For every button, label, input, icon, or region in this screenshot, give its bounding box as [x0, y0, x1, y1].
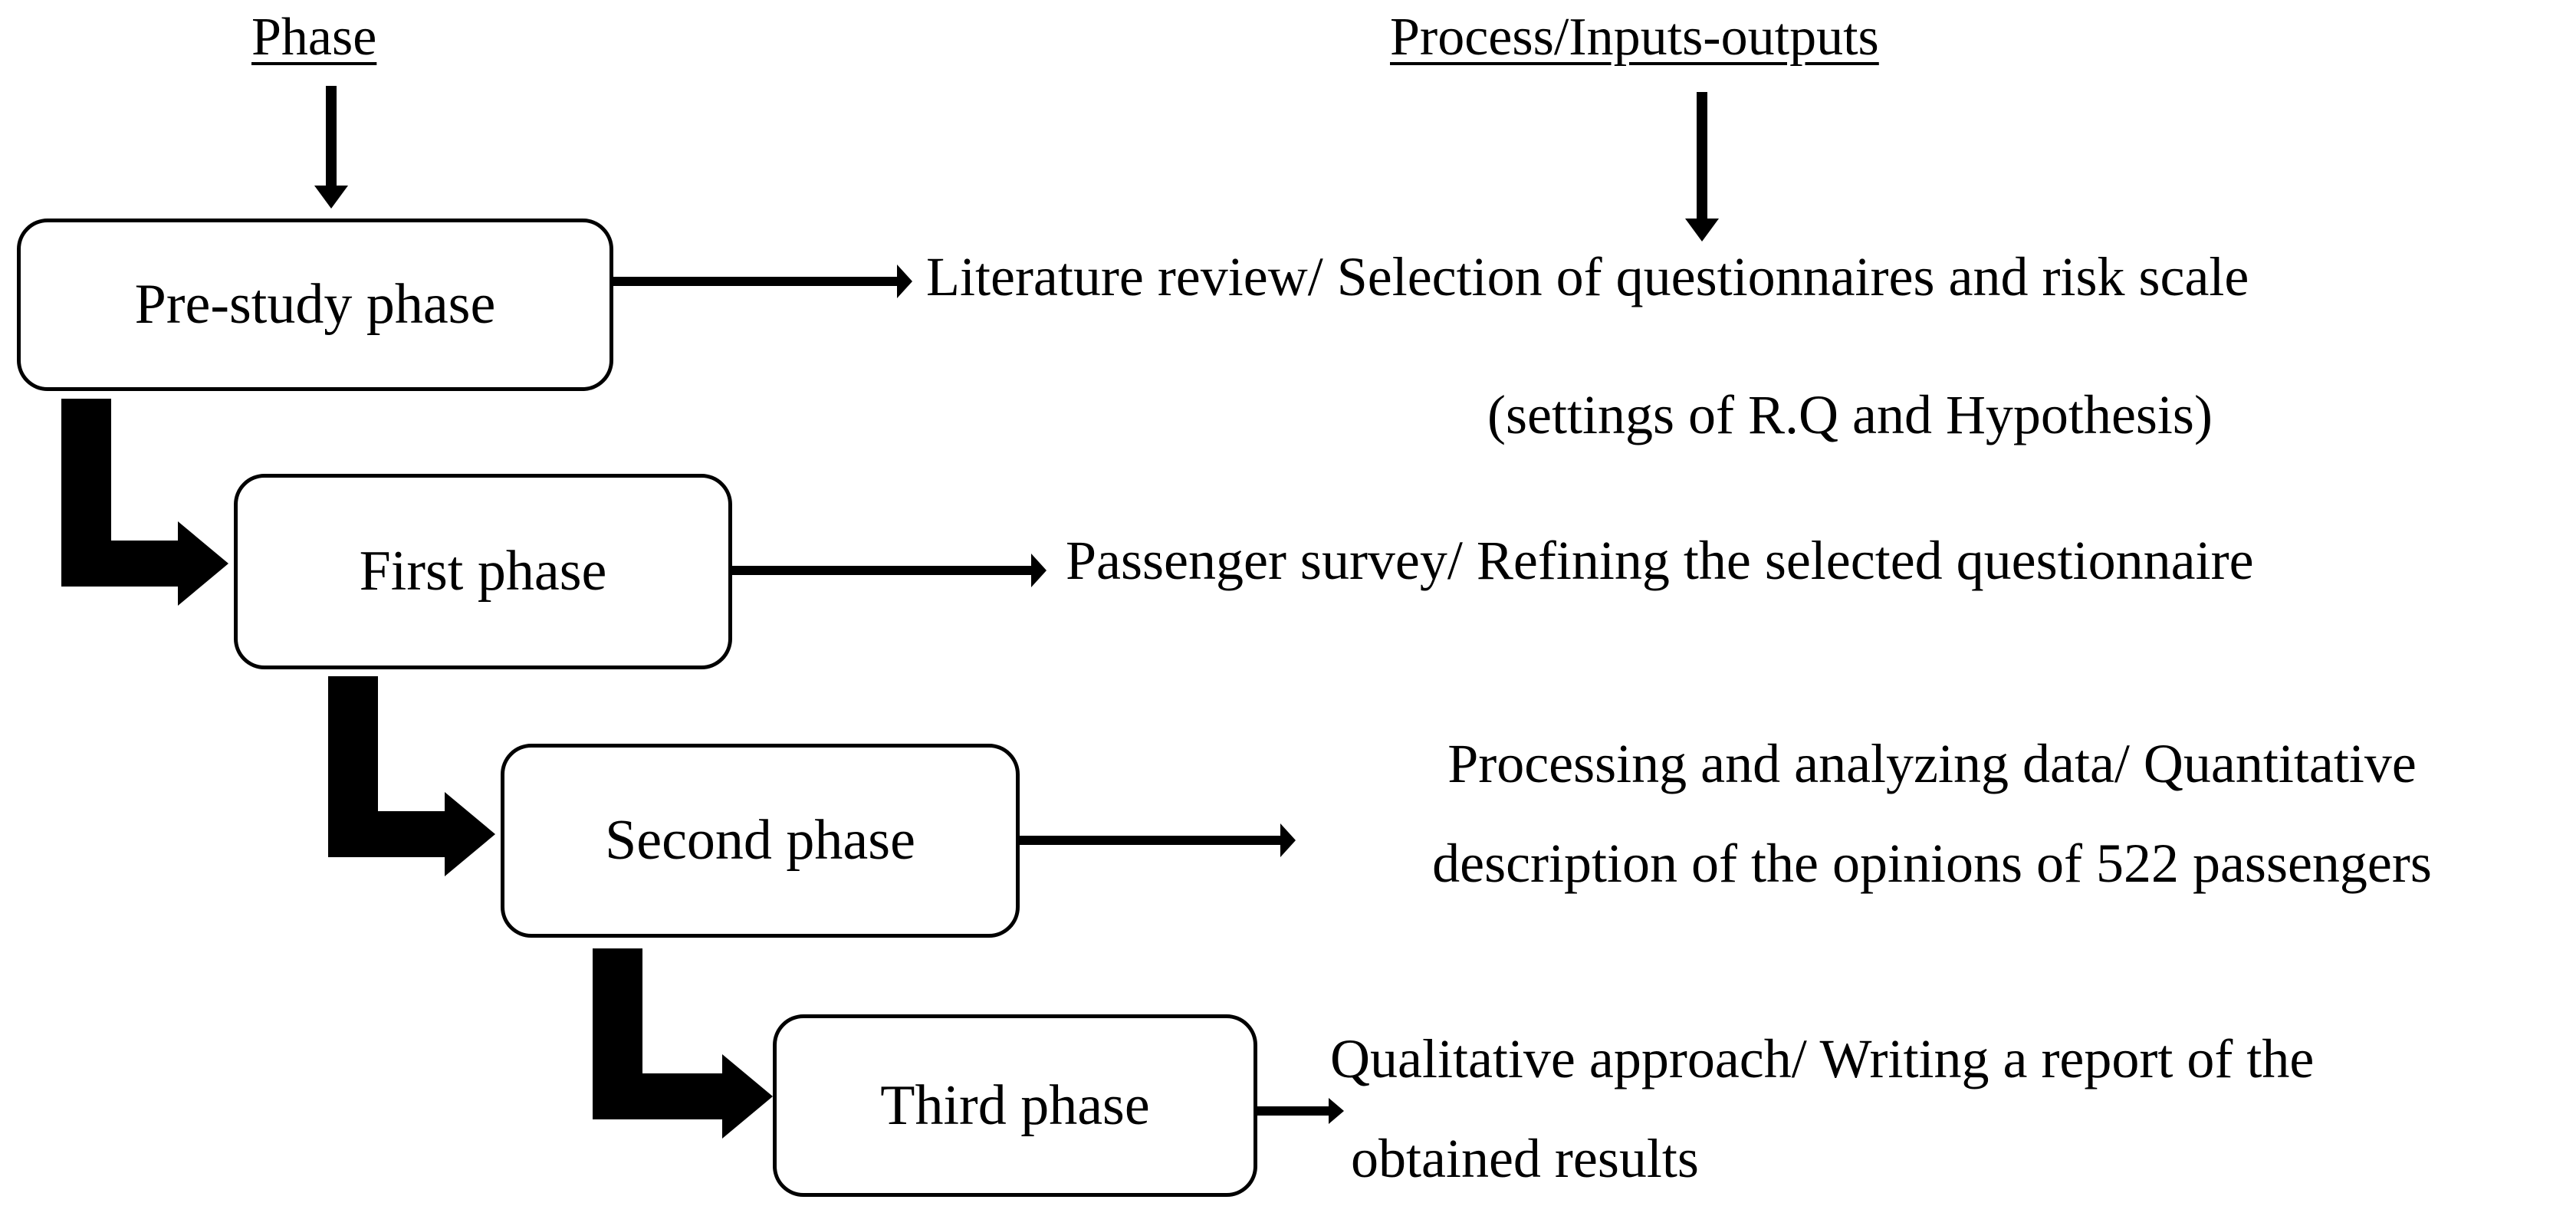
phase-header-down-arrow — [314, 86, 348, 209]
third-phase-description-line-1: Qualitative approach/ Writing a report o… — [1330, 1028, 2315, 1089]
second-phase-description-line-1: Processing and analyzing data/ Quantitat… — [1447, 733, 2417, 794]
third-phase-description-line-2: obtained results — [1351, 1128, 1699, 1189]
process-column-header: Process/Inputs-outputs — [1390, 8, 1879, 67]
first-phase-label: First phase — [359, 540, 607, 603]
second-phase-box: Second phase — [501, 744, 1020, 938]
second-phase-label: Second phase — [605, 809, 915, 872]
first-phase-output-arrow — [732, 554, 1046, 587]
pre-study-phase-box: Pre-study phase — [17, 219, 613, 391]
phase-column-header: Phase — [251, 8, 377, 67]
third-phase-output-arrow — [1257, 1098, 1344, 1124]
step-arrow-to-second-phase — [328, 676, 495, 876]
third-phase-label: Third phase — [880, 1073, 1150, 1137]
third-phase-box: Third phase — [773, 1014, 1257, 1197]
step-arrow-to-third-phase — [593, 948, 773, 1139]
process-header-down-arrow — [1685, 92, 1719, 242]
step-arrow-to-first-phase — [61, 399, 228, 606]
second-phase-description-line-2: description of the opinions of 522 passe… — [1432, 833, 2432, 894]
second-phase-output-arrow — [1020, 823, 1296, 857]
first-phase-box: First phase — [234, 474, 732, 669]
pre-study-description-line-2: (settings of R.Q and Hypothesis) — [1487, 384, 2213, 445]
pre-study-description-line-1: Literature review/ Selection of question… — [926, 246, 2249, 307]
pre-study-output-arrow — [613, 265, 912, 298]
pre-study-phase-label: Pre-study phase — [134, 273, 496, 336]
first-phase-description: Passenger survey/ Refining the selected … — [1066, 530, 2254, 591]
